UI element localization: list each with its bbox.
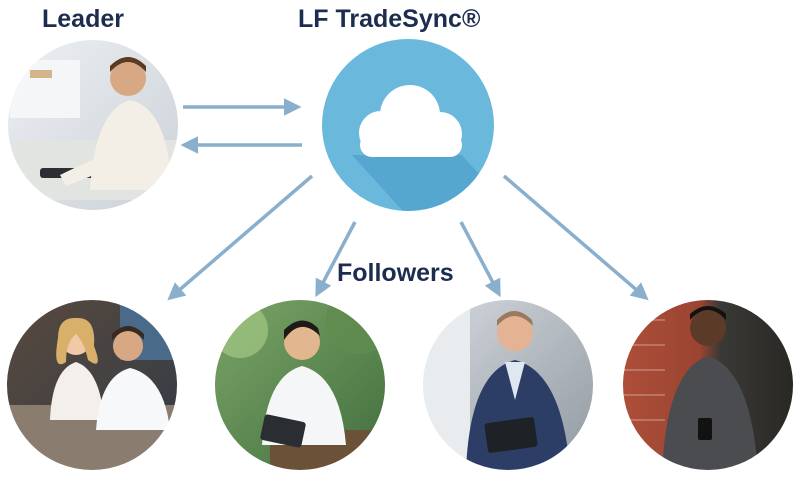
leader-label: Leader bbox=[42, 5, 124, 33]
arrow-hub-to-follower-4 bbox=[502, 174, 649, 301]
connection-arrows bbox=[167, 98, 649, 301]
arrow-hub-to-follower-2 bbox=[315, 221, 357, 298]
cloud-long-shadow bbox=[352, 155, 494, 211]
follower-photo-2 bbox=[214, 299, 386, 471]
follower-photo-3 bbox=[422, 299, 594, 471]
cloud-hub bbox=[322, 39, 494, 211]
diagram-title: LF TradeSync® bbox=[298, 5, 481, 33]
follower-photo-4 bbox=[622, 299, 794, 471]
arrow-hub-to-follower-3 bbox=[459, 221, 501, 298]
leader-photo bbox=[7, 39, 179, 211]
cloud-icon bbox=[359, 85, 462, 157]
follower-photo-1 bbox=[6, 299, 178, 471]
photo-frames bbox=[5, 38, 795, 472]
followers-label: Followers bbox=[337, 259, 454, 287]
arrow-hub-to-follower-1 bbox=[167, 174, 314, 301]
